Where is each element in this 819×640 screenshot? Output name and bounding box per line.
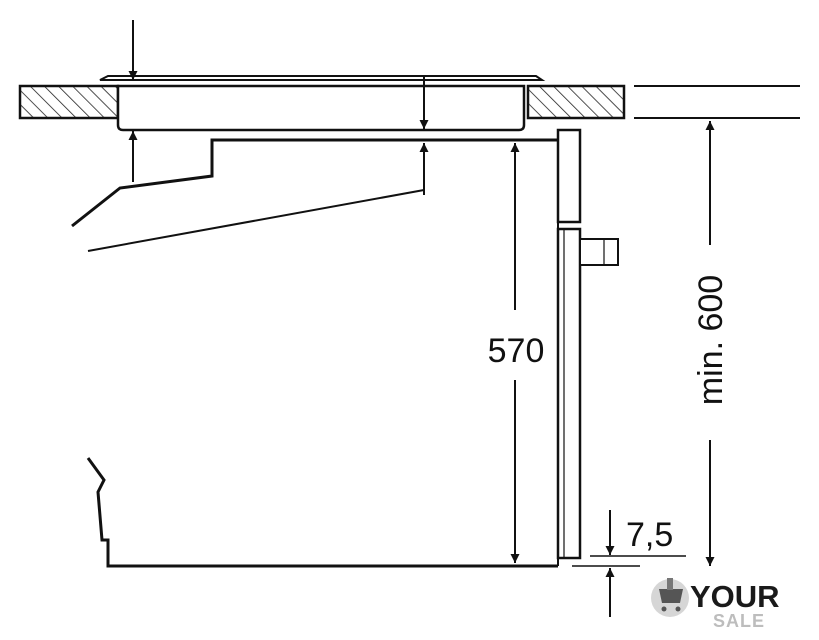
watermark-line1: YOUR (690, 579, 780, 614)
countertop-right-section (526, 84, 626, 120)
oven-inner-line (87, 189, 425, 252)
oven-height-dimension: 570 (488, 143, 545, 563)
height-label: 570 (488, 332, 545, 370)
hob-glass-top (99, 75, 546, 81)
cart-hand-icon (651, 578, 689, 617)
hob-body (116, 84, 526, 132)
oven-body-outline (71, 138, 558, 228)
oven (71, 128, 619, 568)
bottom-gap-label: 7,5 (626, 516, 673, 554)
oven-control-panel (556, 128, 582, 224)
oven-door-handle (579, 238, 619, 266)
niche-min-label: min. 600 (692, 275, 730, 405)
countertop-left-section (18, 84, 120, 120)
countertop (18, 84, 800, 120)
hob (99, 75, 546, 132)
watermark: YOUR SALE (651, 578, 780, 631)
oven-bottom-outline (86, 457, 558, 568)
watermark-line2: SALE (713, 611, 765, 631)
niche-height-dimension: min. 600 (692, 121, 730, 566)
oven-door (556, 227, 582, 560)
bottom-gap-dimension: 7,5 (572, 510, 686, 617)
